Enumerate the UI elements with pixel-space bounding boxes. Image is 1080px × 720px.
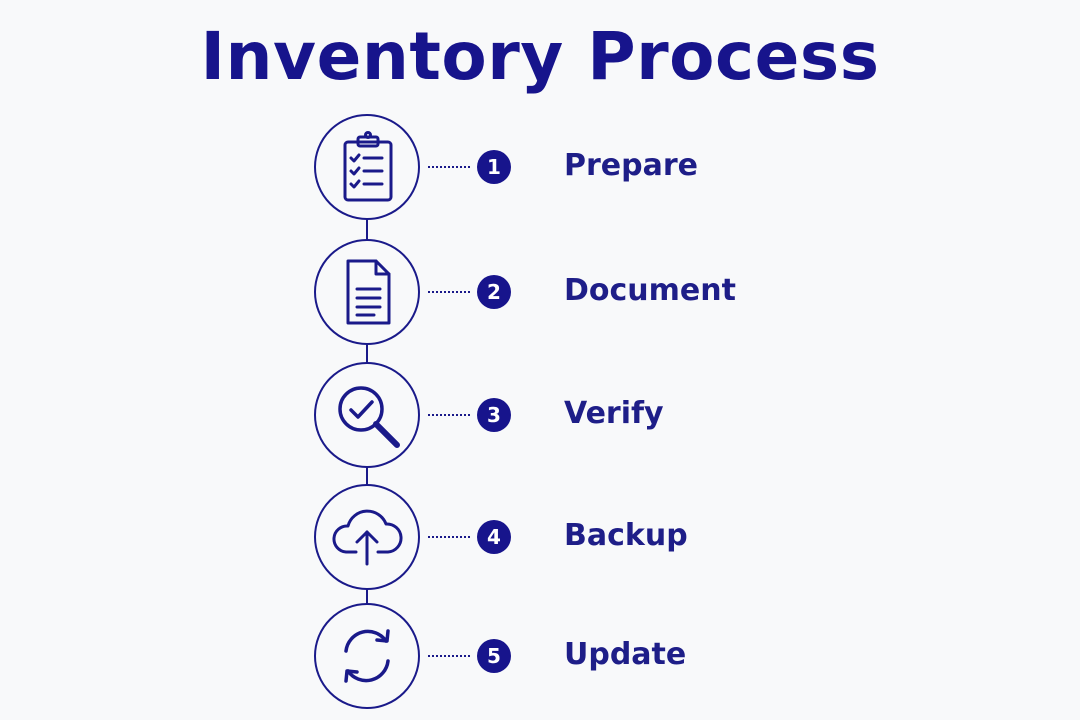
dotted-leader [428, 414, 470, 416]
step-document: 2 Document [0, 239, 1080, 345]
step-label: Backup [564, 518, 688, 553]
step-number-badge: 2 [477, 275, 511, 309]
dotted-leader [428, 291, 470, 293]
connector-line [366, 218, 368, 240]
step-label: Verify [564, 396, 664, 431]
step-number-badge: 5 [477, 639, 511, 673]
step-number-badge: 4 [477, 520, 511, 554]
dotted-leader [428, 655, 470, 657]
step-number-badge: 1 [477, 150, 511, 184]
step-icon-circle [314, 484, 420, 590]
dotted-leader [428, 166, 470, 168]
document-icon [346, 259, 391, 325]
step-prepare: 1 Prepare [0, 114, 1080, 220]
connector-line [366, 344, 368, 364]
page-title: Inventory Process [200, 18, 880, 95]
step-number-badge: 3 [477, 398, 511, 432]
step-label: Document [564, 273, 736, 308]
cloud-upload-icon [332, 509, 403, 566]
magnifier-check-icon [338, 386, 400, 448]
step-verify: 3 Verify [0, 362, 1080, 468]
step-label: Prepare [564, 148, 698, 183]
step-label: Update [564, 637, 687, 672]
refresh-icon [344, 629, 390, 683]
step-icon-circle [314, 114, 420, 220]
step-backup: 4 Backup [0, 484, 1080, 590]
connector-line [366, 588, 368, 604]
step-icon-circle [314, 239, 420, 345]
step-icon-circle [314, 362, 420, 468]
connector-line [366, 466, 368, 486]
clipboard-checklist-icon [343, 131, 393, 202]
step-icon-circle [314, 603, 420, 709]
step-update: 5 Update [0, 603, 1080, 709]
dotted-leader [428, 536, 470, 538]
